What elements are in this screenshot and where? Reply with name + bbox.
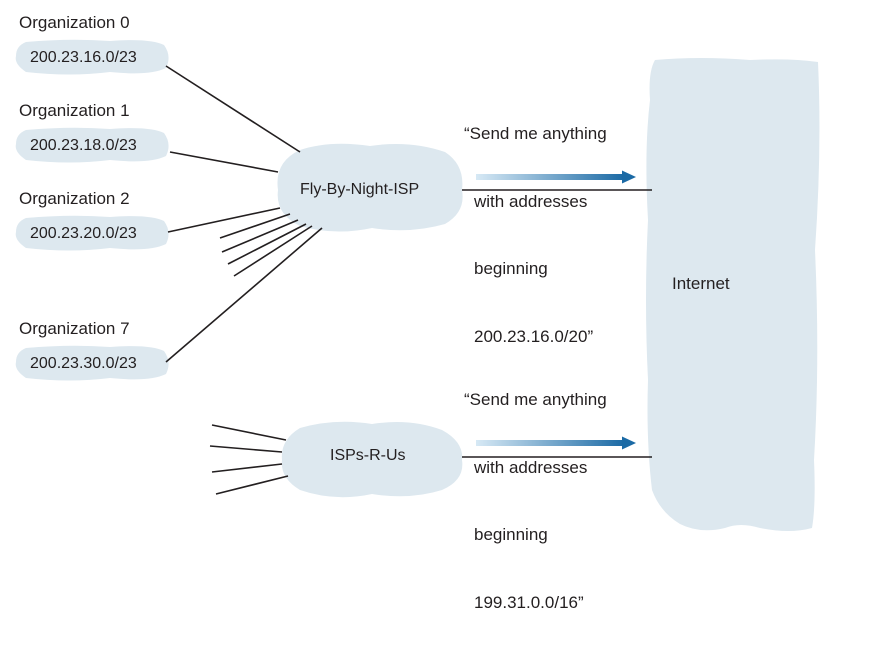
org2-prefix-cloud: [15, 215, 169, 251]
org-links: [165, 65, 323, 363]
org0-prefix: 200.23.16.0/23: [30, 49, 137, 66]
org1-prefix: 200.23.18.0/23: [30, 137, 137, 154]
link-org0: [165, 65, 301, 153]
isps-r-us-customer-links: [209, 424, 289, 495]
ad-line: 200.23.16.0/20”: [474, 326, 594, 346]
diagram-canvas: [15, 39, 820, 531]
advertisement-isps-r-us: “Send me anything with addresses beginni…: [464, 344, 607, 659]
org1-prefix-cloud: [15, 127, 169, 163]
link-customer-a: [211, 424, 287, 441]
isps-r-us-label: ISPs-R-Us: [330, 447, 406, 464]
link-org5: [227, 223, 307, 265]
ad-line: 199.31.0.0/16”: [474, 592, 584, 612]
internet-cloud: [646, 58, 820, 531]
link-customer-d: [215, 475, 289, 495]
advertisement-arrow-isps-r-us: [476, 436, 636, 450]
ad-line: beginning: [474, 259, 548, 278]
link-org6: [233, 225, 313, 277]
isps-r-us-cloud: [281, 421, 463, 498]
link-org2: [167, 207, 281, 233]
org2-name: Organization 2: [19, 189, 130, 208]
org0-prefix-cloud: [15, 39, 169, 75]
org7-prefix-cloud: [15, 345, 169, 381]
route-aggregation-diagram: Organization 0 200.23.16.0/23 Organizati…: [15, 13, 820, 612]
fly-by-night-isp-cloud: [277, 143, 463, 232]
ad-line: “Send me anything: [464, 124, 607, 143]
org2-prefix: 200.23.20.0/23: [30, 225, 137, 242]
ad-line: with addresses: [474, 457, 588, 477]
ad-line: “Send me anything: [464, 390, 607, 409]
link-org3: [219, 213, 291, 239]
ad-line: beginning: [474, 525, 548, 544]
org7-prefix: 200.23.30.0/23: [30, 355, 137, 372]
advertisement-arrow-fly-by-night: [476, 170, 636, 184]
link-customer-c: [211, 463, 283, 473]
internet-label: Internet: [672, 274, 730, 293]
advertisement-fly-by-night: “Send me anything with addresses beginni…: [464, 78, 607, 393]
link-customer-b: [209, 445, 283, 453]
org1-name: Organization 1: [19, 101, 130, 120]
fly-by-night-isp-label: Fly-By-Night-ISP: [300, 181, 420, 198]
org7-name: Organization 7: [19, 319, 130, 338]
org0-name: Organization 0: [19, 13, 130, 32]
ad-line: with addresses: [474, 191, 588, 211]
link-org4: [221, 219, 299, 253]
link-org7: [165, 227, 323, 363]
link-org1: [169, 151, 279, 173]
